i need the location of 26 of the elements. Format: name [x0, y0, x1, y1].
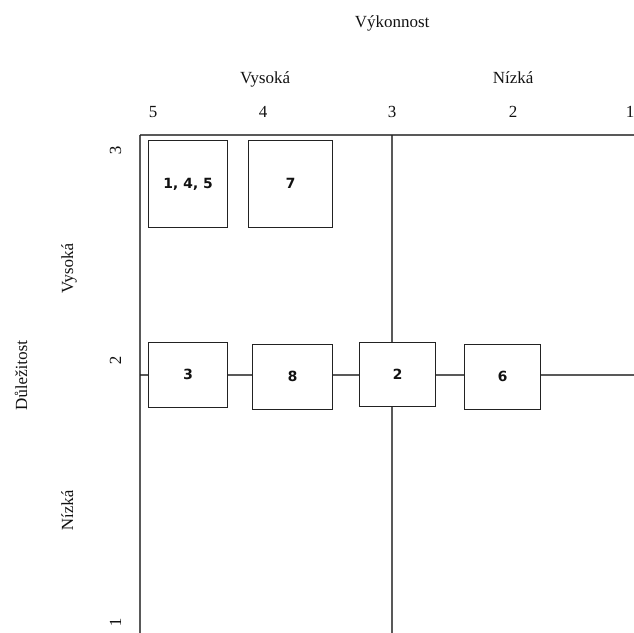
data-point-box: [464, 344, 541, 410]
axis-category: Nízká: [58, 490, 78, 530]
point-number: 6: [498, 369, 508, 385]
tick-label: 2: [106, 356, 126, 364]
axis-category: Nízká: [492, 68, 534, 88]
tick-label: 3: [388, 102, 396, 122]
axis-category: Vysoká: [58, 242, 78, 294]
point-number: 8: [288, 369, 298, 385]
data-point-box: [248, 140, 333, 228]
tick-label: 5: [148, 102, 158, 122]
tick-label: 2: [508, 102, 518, 122]
point-number: 1, 4, 5: [163, 176, 213, 192]
axis-title: Výkonnost: [354, 12, 430, 32]
data-point-box: [148, 342, 228, 408]
data-point-box: [148, 140, 228, 228]
tick-label: 3: [106, 146, 126, 154]
data-point-box: [359, 342, 436, 407]
point-number: 3: [183, 367, 193, 383]
data-point-box: [252, 344, 333, 410]
axis-title: Důležitost: [12, 340, 32, 410]
tick-label: 1: [106, 618, 126, 626]
point-number: 7: [286, 176, 296, 192]
point-number: 2: [392, 366, 402, 382]
tick-label: 4: [258, 102, 268, 122]
axis-category: Vysoká: [240, 68, 290, 88]
tick-label: 1: [626, 102, 634, 122]
